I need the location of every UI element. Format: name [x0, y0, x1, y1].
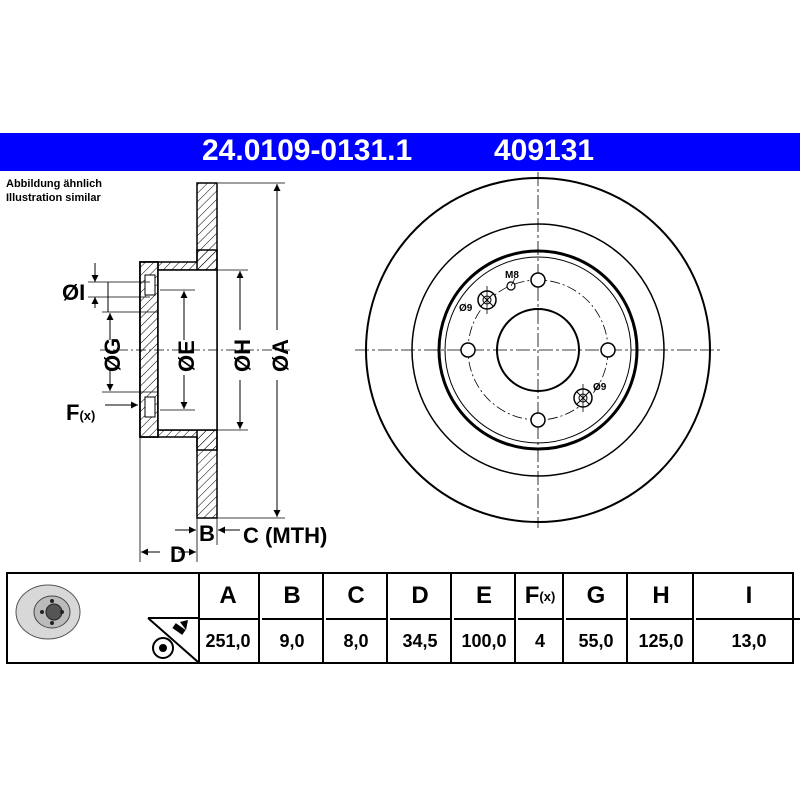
bolt-hole — [600, 342, 616, 358]
bolt-hole — [530, 272, 546, 288]
column-value: 34,5 — [402, 630, 438, 651]
column-header: H — [630, 574, 692, 620]
table-column-A: A 251,0 — [198, 574, 260, 662]
alt-part-number: 409131 — [494, 134, 595, 167]
column-header: C — [326, 574, 386, 620]
front-view: M8 Ø9 Ø9 — [355, 172, 722, 528]
column-value: 251,0 — [205, 630, 251, 651]
table-column-H: H 125,0 — [630, 574, 694, 662]
table-column-F: F(x) 4 — [518, 574, 564, 662]
illustration-note: Abbildung ähnlich Illustration similar — [6, 177, 102, 205]
column-value: 125,0 — [638, 630, 684, 651]
dim-label-D: D — [170, 542, 186, 567]
dim-label-A: ØA — [268, 339, 293, 372]
column-header: D — [390, 574, 450, 620]
column-value: 55,0 — [578, 630, 614, 651]
column-value: 13,0 — [731, 630, 767, 651]
table-column-G: G 55,0 — [566, 574, 628, 662]
dim-label-G: ØG — [100, 338, 125, 372]
dim-label-C-mth: C (MTH) — [243, 523, 327, 548]
column-header: I — [696, 574, 800, 620]
column-value: 8,0 — [343, 630, 369, 651]
icon-cell — [8, 574, 200, 663]
label-d9-bottom: Ø9 — [593, 382, 607, 393]
column-value: 4 — [534, 630, 545, 651]
dim-label-F: F(x) — [66, 400, 95, 425]
bolt-hole-section — [144, 274, 156, 296]
torque-wrench-icon — [147, 617, 199, 663]
dim-label-H: ØH — [230, 339, 255, 372]
column-header: B — [262, 574, 322, 620]
dim-label-E: ØE — [174, 340, 199, 372]
table-column-D: D 34,5 — [390, 574, 452, 662]
dim-label-I: ØI — [62, 280, 85, 305]
table-column-B: B 9,0 — [262, 574, 324, 662]
table-column-I: I 13,0 — [696, 574, 800, 662]
note-line-english: Illustration similar — [6, 192, 101, 204]
column-header: A — [198, 574, 258, 620]
column-value: 9,0 — [279, 630, 305, 651]
side-section-view: ØI ØG ØE ØH ØA F(x) B — [62, 182, 327, 567]
dim-label-B: B — [199, 521, 215, 546]
bolt-hole — [530, 412, 546, 428]
column-value: 100,0 — [461, 630, 507, 651]
table-column-C: C 8,0 — [326, 574, 388, 662]
part-number: 24.0109-0131.1 — [202, 134, 413, 167]
label-M8: M8 — [505, 270, 519, 281]
table-column-E: E 100,0 — [454, 574, 516, 662]
column-header: G — [566, 574, 626, 620]
column-header: F(x) — [518, 574, 562, 620]
title-bar: 24.0109-0131.1 409131 — [0, 133, 800, 171]
brake-disc-thumbnail-icon — [15, 584, 81, 640]
bolt-hole — [460, 342, 476, 358]
column-header: E — [454, 574, 514, 620]
label-d9-top: Ø9 — [459, 303, 473, 314]
note-line-german: Abbildung ähnlich — [6, 178, 102, 190]
